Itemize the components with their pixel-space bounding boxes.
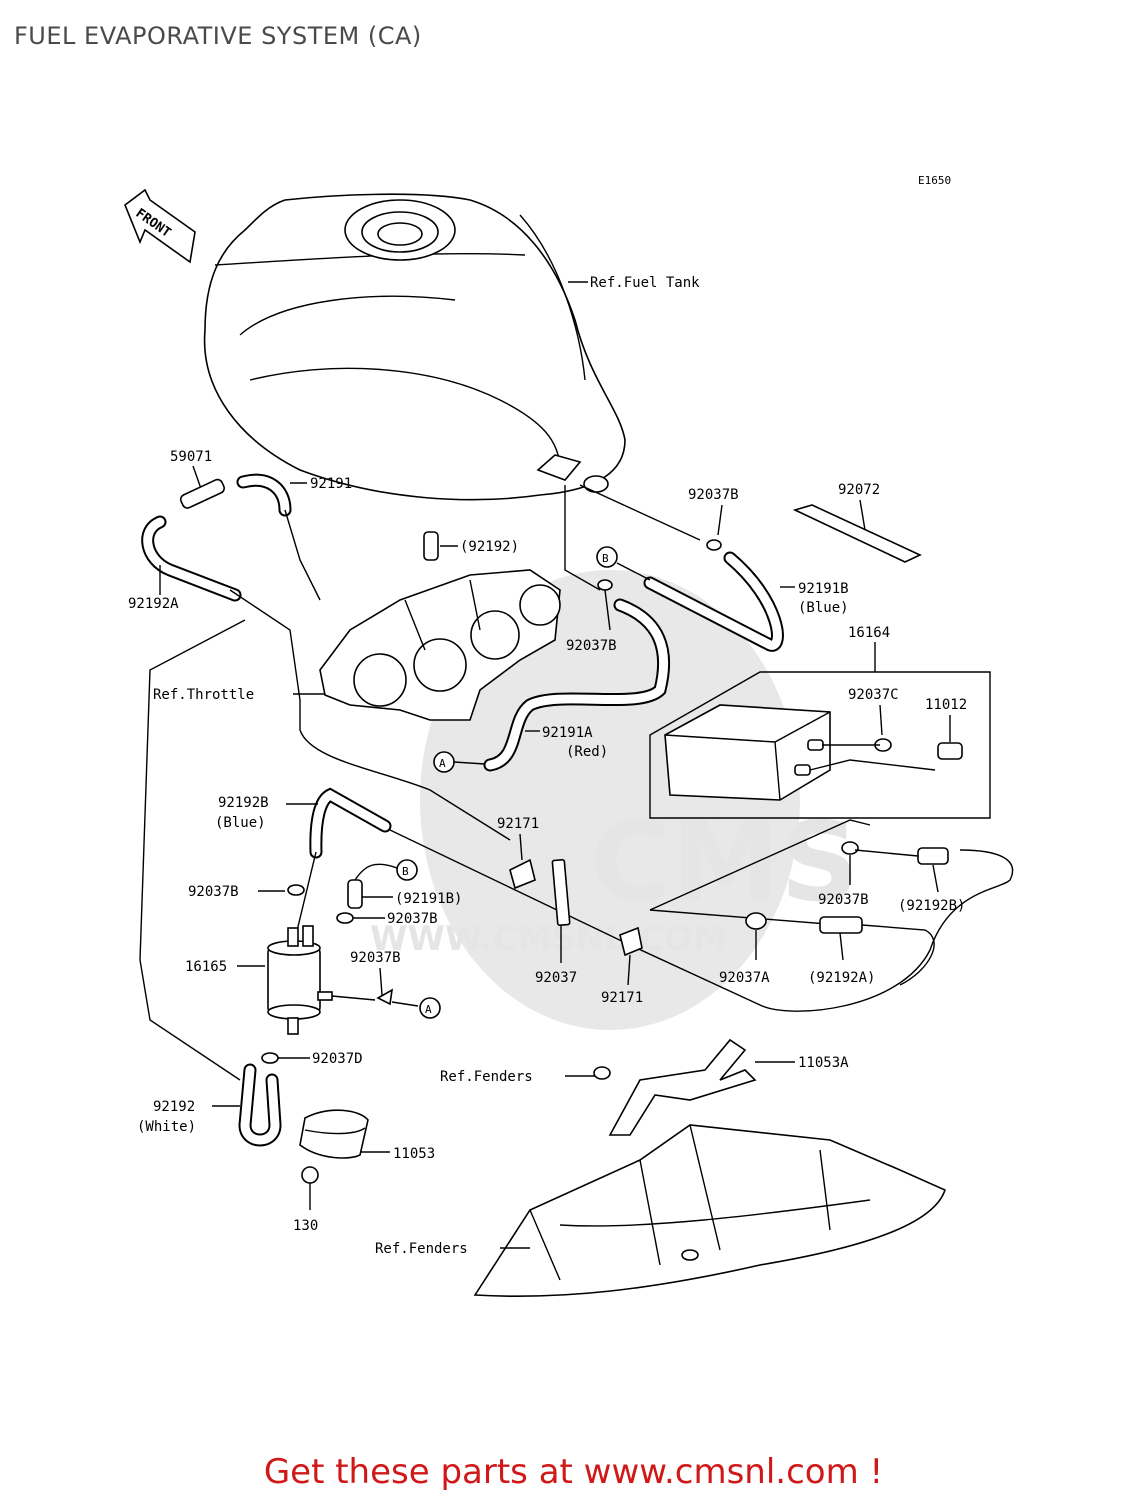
label-red: (Red) [566,744,608,760]
label-11053a: 11053A [798,1055,849,1071]
label-16165: 16165 [185,959,227,975]
page-title: FUEL EVAPORATIVE SYSTEM (CA) [14,22,422,50]
label-92037: 92037 [535,970,577,986]
fuel-tank [203,193,626,501]
label-92171-top: 92171 [497,816,539,832]
label-92037a: 92037A [719,970,770,986]
part-92072 [792,504,922,563]
filter-16165 [267,925,333,1035]
throttle-body [319,569,561,721]
label-92037b-top: 92037B [688,487,739,503]
callout-b-top: B [602,552,609,565]
label-92072: 92072 [838,482,880,498]
label-ref-fenders-1: Ref.Fenders [440,1069,533,1085]
label-92037b-l2: 92037B [387,911,438,927]
label-92191b-paren: (92191B) [395,891,462,907]
label-92192-paren: (92192) [460,539,519,555]
label-92037c: 92037C [848,687,899,703]
callout-a-mid: A [439,757,446,770]
label-92192b-paren: (92192B) [898,898,965,914]
label-92192: 92192 [153,1099,195,1115]
cmsnl-link[interactable]: Get these parts at www.cmsnl.com ! [263,1452,884,1492]
fender-bracket [608,1038,757,1136]
part-11053 [299,1109,369,1159]
label-92037b-mid: 92037B [566,638,617,654]
diagram-code: E1650 [918,174,951,187]
label-11012: 11012 [925,697,967,713]
watermark-logo: CMS [590,798,859,926]
label-92192a-paren: (92192A) [808,970,875,986]
label-92192b: 92192B [218,795,269,811]
label-59071: 59071 [170,449,212,465]
label-16164: 16164 [848,625,890,641]
label-92191: 92191 [310,476,352,492]
label-ref-fenders-2: Ref.Fenders [375,1241,468,1257]
part-59071 [179,478,225,509]
label-92191b: 92191B [798,581,849,597]
label-blue-1: (Blue) [798,600,849,616]
callout-a-bot: A [425,1003,432,1016]
label-92037b-right: 92037B [818,892,869,908]
label-white: (White) [137,1119,196,1135]
watermark-url: WWW.CMSNL.COM [370,919,727,959]
label-92037b-l3: 92037B [350,950,401,966]
label-92037b-left: 92037B [188,884,239,900]
label-92191a: 92191A [542,725,593,741]
front-arrow-icon: FRONT [124,188,196,264]
label-ref-fuel-tank: Ref.Fuel Tank [590,275,700,291]
label-92171-bot: 92171 [601,990,643,1006]
label-92192a: 92192A [128,596,179,612]
label-11053: 11053 [393,1146,435,1162]
label-130: 130 [293,1218,318,1234]
label-ref-throttle: Ref.Throttle [153,687,254,703]
label-92037d: 92037D [312,1051,363,1067]
rear-fender [473,1124,946,1298]
label-blue-2: (Blue) [215,815,266,831]
callout-b-bot: B [402,865,409,878]
canister-16164 [664,704,831,801]
